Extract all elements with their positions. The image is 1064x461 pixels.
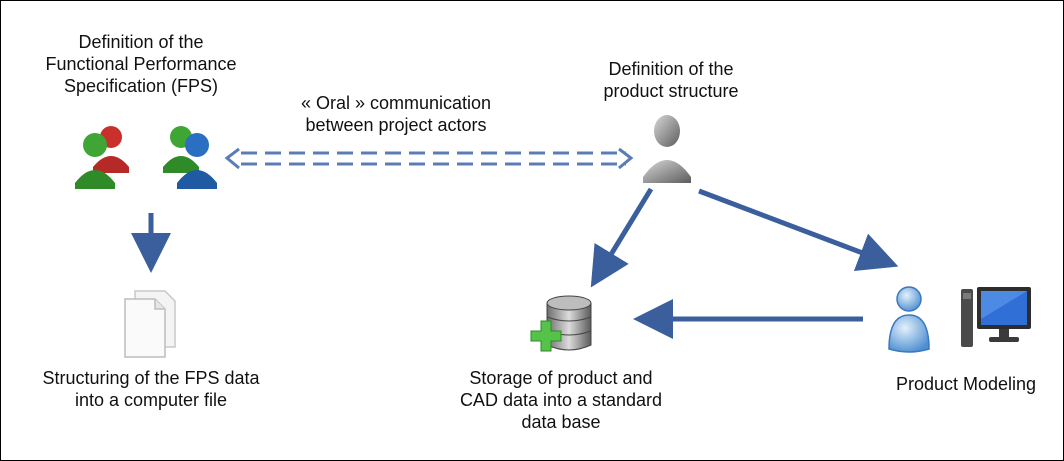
structure-to-database-arrow	[590, 187, 654, 288]
fps-structuring-label: Structuring of the FPS data into a compu…	[42, 368, 260, 410]
user-group-red-green-icon	[75, 126, 129, 189]
product-modeling-label: Product Modeling	[895, 374, 1037, 394]
product-structure-label: Definition of the product structure	[603, 59, 739, 101]
grey-user-icon	[643, 115, 691, 183]
storage-label: Storage of product and CAD data into a s…	[459, 368, 663, 432]
fps-definition-label: Definition of the Functional Performance…	[45, 32, 237, 96]
oral-communication-label: « Oral » communication between project a…	[300, 93, 492, 135]
database-add-icon	[530, 295, 592, 352]
structure-to-modeling-arrow	[698, 188, 899, 272]
blue-user-icon	[888, 286, 930, 353]
computer-monitor-icon	[961, 287, 1031, 347]
user-group-green-blue-icon	[163, 126, 217, 189]
document-file-icon	[124, 290, 176, 358]
oral-communication-arrow	[224, 147, 634, 170]
